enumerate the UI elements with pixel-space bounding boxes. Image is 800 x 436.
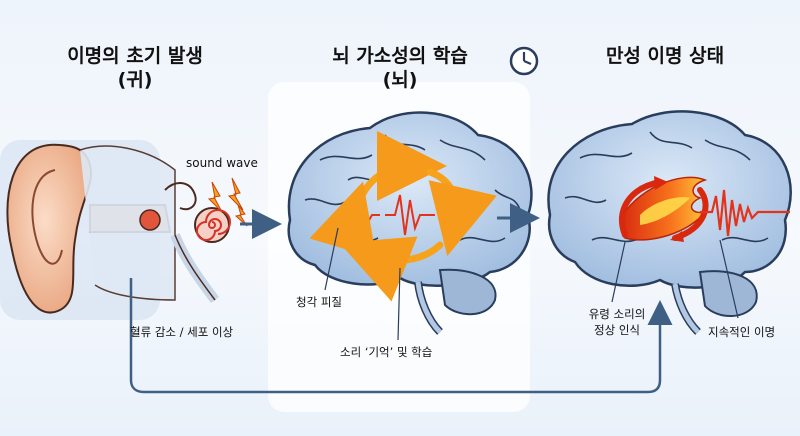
- phantom-pointer: [611, 241, 626, 303]
- phantom-label: 유령 소리의 정상 인식: [562, 306, 672, 338]
- brain-cerebellum: [438, 268, 497, 316]
- stage2-title: 뇌 가소성의 학습 (뇌): [300, 44, 500, 92]
- stage2-title-line1: 뇌 가소성의 학습: [332, 45, 468, 67]
- clock-icon: [509, 46, 539, 76]
- chronic-brain: [547, 110, 792, 335]
- stage1-title: 이명의 초기 발생 (귀): [40, 44, 230, 92]
- chronic-brainstem-fill: [672, 283, 700, 334]
- phantom-label-line2: 정상 인식: [594, 323, 640, 337]
- lightning-icon: [207, 177, 248, 227]
- temporal-bone: [79, 145, 176, 301]
- auditory-nerve: [170, 233, 220, 303]
- persistent-tinnitus-label: 지속적인 이명: [708, 325, 776, 339]
- fire-icon: [618, 176, 709, 242]
- auditory-cortex-pointer: [324, 227, 339, 291]
- eardrum: [139, 209, 161, 231]
- chronic-brain-gyri: [564, 131, 769, 243]
- stage2-title-line2: (뇌): [382, 69, 418, 91]
- stage3-title: 만성 이명 상태: [565, 44, 765, 68]
- phantom-label-line1: 유령 소리의: [588, 307, 646, 321]
- center-brain: [287, 111, 533, 341]
- pinna-fold: [31, 169, 63, 265]
- stage3-title-line1: 만성 이명 상태: [605, 45, 725, 67]
- feedback-loop-arrow: [129, 278, 673, 394]
- stage1-title-line2: (귀): [117, 69, 153, 91]
- semicircular-canals: [164, 182, 197, 211]
- chronic-sound-wave: [700, 189, 790, 237]
- auditory-cortex-label: 청각 피질: [296, 295, 342, 309]
- auditory-nerve-outline: [174, 234, 216, 301]
- ear-illustration: [0, 140, 248, 320]
- sound-wave-label: sound wave: [186, 156, 258, 170]
- hair-cell-label: 혈류 감소 / 세포 이상: [130, 325, 234, 339]
- stage1-title-line1: 이명의 초기 발생: [67, 45, 203, 67]
- memory-learning-label: 소리 ‘기억’ 및 학습: [340, 345, 433, 359]
- persistent-pointer: [719, 239, 739, 319]
- brainstem-fill: [415, 281, 442, 334]
- cycle-arrows-icon: [309, 131, 497, 302]
- memory-pointer: [397, 267, 401, 341]
- center-sound-wave-right: [385, 194, 435, 236]
- cochlea-icon: [194, 207, 231, 243]
